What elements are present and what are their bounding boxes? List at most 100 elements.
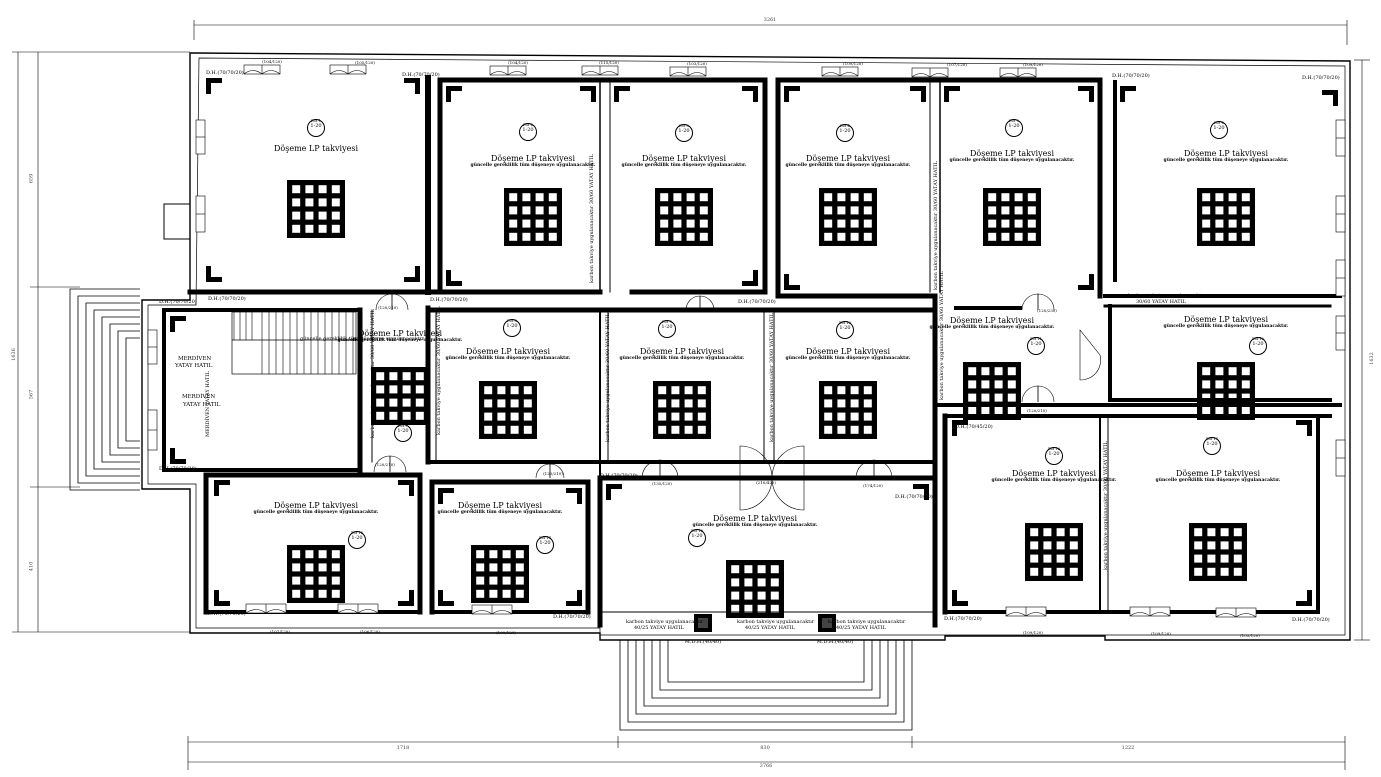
- door-swing: [873, 459, 893, 479]
- door-swing: [373, 455, 391, 473]
- grid-bar-v: [543, 188, 549, 246]
- grid-bar-h: [819, 420, 877, 426]
- grid-bar-v: [1236, 362, 1242, 420]
- grid-bar-h: [1025, 549, 1083, 555]
- door-swing: [1021, 385, 1039, 403]
- grid-bar-h: [819, 227, 877, 233]
- grid-bar-h: [653, 407, 711, 413]
- staircase: [231, 311, 357, 375]
- grid-bar-v: [1002, 362, 1008, 420]
- grid-bar-v: [510, 545, 516, 603]
- corner-column: [1078, 86, 1094, 91]
- grid-bar-h: [1197, 240, 1255, 246]
- grid-bar-h: [1189, 575, 1247, 581]
- corner-column: [1322, 90, 1338, 95]
- corner-column: [409, 590, 414, 606]
- corner-column: [409, 480, 414, 496]
- corner-column: [614, 86, 619, 102]
- grid-bar-h: [287, 219, 345, 225]
- grid-bar-h: [819, 240, 877, 246]
- grid-bar-h: [655, 227, 713, 233]
- corner-column: [446, 86, 462, 91]
- grid-bar-v: [765, 560, 771, 618]
- grid-bar-v: [858, 381, 864, 439]
- grid-bar-v: [326, 545, 332, 603]
- dimension-lines: [12, 20, 1370, 770]
- corner-column: [214, 480, 230, 485]
- corner-column: [753, 86, 758, 102]
- mdh-columns: [694, 614, 836, 632]
- grid-bar-h: [479, 433, 537, 439]
- outer-walls: [141, 52, 1351, 641]
- grid-bar-v: [339, 545, 345, 603]
- main-door-swing: [739, 477, 773, 511]
- grid-bar-h: [653, 420, 711, 426]
- grid-bar-h: [1197, 227, 1255, 233]
- grid-bar-v: [1249, 362, 1255, 420]
- grid-bar-h: [1197, 388, 1255, 394]
- corner-column: [214, 601, 230, 606]
- door-swing: [391, 293, 409, 311]
- corner-column: [206, 78, 222, 83]
- corner-column: [784, 86, 800, 91]
- corner-column: [742, 86, 758, 91]
- openings: [147, 64, 1346, 618]
- corner-column: [784, 285, 800, 290]
- door-swing: [1037, 293, 1055, 311]
- grid-bar-h: [655, 240, 713, 246]
- corner-column: [742, 281, 758, 286]
- corner-column: [924, 484, 929, 500]
- grid-bar-v: [871, 188, 877, 246]
- grid-bar-v: [339, 180, 345, 238]
- corner-column: [404, 277, 420, 282]
- door-swing: [1021, 293, 1039, 311]
- corner-column: [415, 78, 420, 94]
- door-swing: [659, 459, 679, 479]
- corner-column: [910, 86, 926, 91]
- corner-column: [952, 420, 957, 436]
- south-entrance-steps: [619, 640, 913, 731]
- corner-column: [921, 86, 926, 102]
- corner-column: [952, 590, 957, 606]
- grid-bar-v: [1035, 188, 1041, 246]
- grid-bar-v: [1241, 523, 1247, 581]
- corner-column: [170, 448, 175, 464]
- grid-bar-h: [983, 214, 1041, 220]
- corner-column: [1307, 420, 1312, 436]
- corner-column: [438, 590, 443, 606]
- grid-bar-h: [963, 401, 1021, 407]
- corner-column: [566, 488, 582, 493]
- corner-column: [206, 78, 211, 94]
- corner-column: [206, 277, 222, 282]
- grid-bar-h: [653, 433, 711, 439]
- grid-bar-v: [1015, 362, 1021, 420]
- corner-column: [1120, 86, 1125, 102]
- grid-bar-v: [556, 188, 562, 246]
- grid-bar-h: [471, 571, 529, 577]
- grid-bar-h: [963, 388, 1021, 394]
- grid-bar-h: [963, 414, 1021, 420]
- door-swing: [375, 293, 393, 311]
- grid-bar-h: [287, 571, 345, 577]
- grid-bar-h: [479, 407, 537, 413]
- grid-bar-h: [471, 597, 529, 603]
- grid-bar-v: [326, 180, 332, 238]
- grid-bar-v: [778, 560, 784, 618]
- corner-column: [784, 274, 789, 290]
- corner-column: [438, 488, 443, 504]
- grid-bar-h: [371, 419, 429, 425]
- grid-bar-h: [371, 406, 429, 412]
- grid-bar-h: [287, 584, 345, 590]
- grid-bar-v: [1249, 188, 1255, 246]
- grid-bar-h: [819, 214, 877, 220]
- grid-bar-v: [694, 188, 700, 246]
- main-door-swing: [771, 445, 805, 479]
- door-swing: [699, 295, 715, 311]
- corner-column: [438, 488, 454, 493]
- corner-column: [170, 316, 175, 332]
- stair-treads: [233, 312, 354, 374]
- grid-bar-h: [504, 240, 562, 246]
- grid-bar-h: [1197, 401, 1255, 407]
- grid-bar-h: [287, 232, 345, 238]
